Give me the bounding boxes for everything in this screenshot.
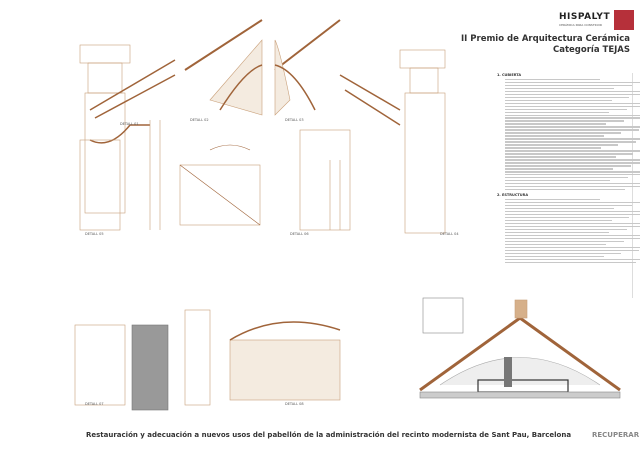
detail-label: DETALL 06 (290, 232, 309, 236)
note-line (505, 102, 640, 104)
note-line (505, 126, 640, 128)
note-line (505, 249, 639, 252)
note-line (505, 189, 626, 191)
detail-label: DETALL 03 (285, 118, 304, 122)
note-line (505, 144, 619, 146)
roof-section-drawing (419, 297, 621, 399)
hispalyt-logo: HISPALYT (559, 12, 611, 22)
detail-05-06-drawing (79, 120, 351, 231)
note-line (505, 99, 612, 101)
note-line (505, 84, 632, 86)
note-line (505, 217, 630, 219)
award-category: Categoría TEJAS (553, 45, 630, 55)
note-line (505, 171, 640, 173)
logo-subtitle: CERÁMICA PARA CONSTRUIR (559, 23, 602, 27)
note-line (505, 114, 640, 116)
note-line (505, 252, 622, 255)
note-line (505, 237, 640, 240)
note-line (505, 228, 627, 231)
detail-07-08-drawing (74, 309, 341, 411)
note-line (505, 180, 611, 182)
note-line (505, 202, 640, 204)
notes-section-2: 2. ESTRUCTURA (497, 193, 529, 198)
note-line (505, 205, 632, 207)
note-line (505, 240, 624, 243)
note-line (505, 177, 628, 179)
construction-notes: 1. CUBIERTA 2. ESTRUCTURA (497, 73, 640, 298)
note-line (505, 255, 604, 258)
detail-label: DETALL 05 (85, 232, 104, 236)
note-line (505, 120, 624, 122)
note-line (505, 159, 640, 161)
note-line (505, 132, 622, 134)
note-line (505, 78, 600, 80)
detail-label: DETALL 08 (285, 402, 304, 406)
note-line (505, 147, 601, 149)
note-line (505, 111, 609, 113)
note-line (505, 234, 640, 237)
note-line (505, 123, 607, 125)
detail-01-drawing (79, 44, 176, 214)
note-line (505, 108, 627, 110)
note-line (505, 174, 640, 176)
detail-02-03-drawing (184, 19, 341, 116)
note-line (505, 165, 631, 167)
note-line (505, 135, 604, 137)
note-line (505, 150, 640, 152)
note-line (505, 231, 609, 234)
notes-section-1: 1. CUBIERTA (497, 73, 522, 77)
note-line (505, 117, 640, 119)
note-line (505, 105, 640, 107)
note-line (505, 199, 600, 201)
note-line (505, 90, 640, 92)
note-line (505, 222, 640, 225)
note-line (505, 186, 640, 188)
note-line (505, 258, 640, 261)
note-line (505, 246, 640, 249)
detail-04-drawing (339, 49, 446, 234)
note-line (505, 211, 640, 213)
note-line (505, 162, 640, 164)
note-line (505, 183, 640, 185)
detail-label: DETALL 01 (120, 122, 139, 126)
note-line (505, 225, 640, 228)
note-line (505, 81, 640, 83)
note-line (505, 153, 634, 155)
note-line (505, 261, 636, 264)
note-line (505, 168, 613, 170)
seal-logo (614, 10, 634, 30)
note-line (505, 129, 639, 131)
note-line (505, 214, 640, 216)
note-line (505, 219, 612, 222)
award-title: II Premio de Arquitectura Cerámica (460, 34, 630, 44)
note-line (505, 208, 615, 210)
note-line (505, 141, 636, 143)
note-line (505, 87, 615, 89)
detail-label: DETALL 04 (440, 232, 459, 236)
category-tag: RECUPERAR (592, 431, 640, 439)
note-line (505, 93, 640, 95)
note-line (505, 243, 607, 246)
note-line (505, 96, 630, 98)
note-line (505, 156, 616, 158)
detail-label: DETALL 07 (85, 402, 104, 406)
detail-label: DETALL 02 (190, 118, 209, 122)
project-title: Restauración y adecuación a nuevos usos … (86, 431, 572, 439)
note-line (505, 138, 640, 140)
